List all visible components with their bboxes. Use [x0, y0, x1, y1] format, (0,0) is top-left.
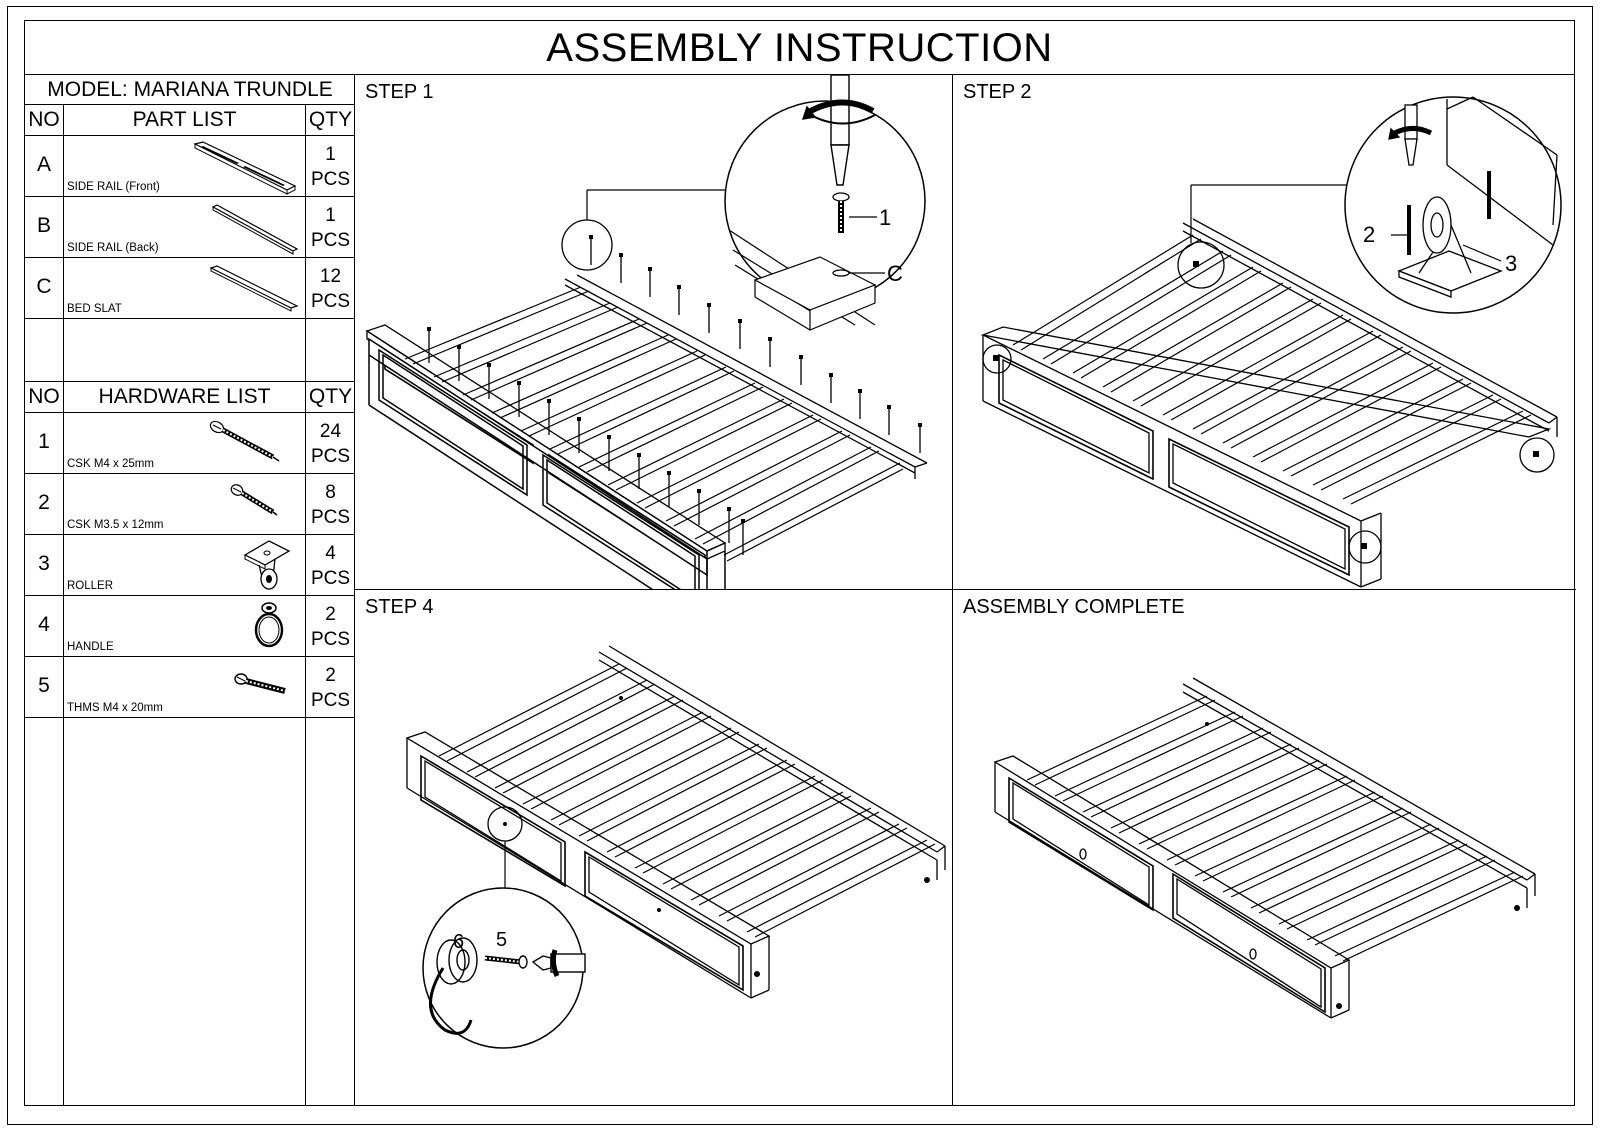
- hardware-unit: PCS: [310, 690, 351, 711]
- step-1-panel: STEP 1: [355, 75, 952, 589]
- model-name: MODEL: MARIANA TRUNDLE: [25, 75, 355, 105]
- part-name: SIDE RAIL (Back): [67, 242, 159, 254]
- parts-no-header: NO: [25, 105, 64, 135]
- hardware-name: CSK M3.5 x 12mm: [67, 519, 164, 531]
- part-no: A: [36, 153, 51, 176]
- hardware-no-header: NO: [25, 382, 64, 412]
- hardware-qty: 8: [325, 482, 336, 503]
- hardware-qty-header: QTY: [308, 385, 353, 408]
- side-rail-front-icon: [193, 141, 297, 195]
- step-4-handle-callout: 6: [453, 931, 464, 953]
- assembly-complete-illustration: [993, 677, 1536, 1019]
- part-name: SIDE RAIL (Front): [67, 181, 160, 193]
- step-4-label: STEP 4: [365, 596, 434, 618]
- short-screw-icon: [230, 484, 278, 516]
- long-screw-icon: [209, 420, 280, 462]
- step-2-illustration: 2 3: [980, 96, 1562, 588]
- part-no: C: [36, 275, 52, 298]
- instruction-sheet: ASSEMBLY INSTRUCTION MODEL: MARIANA TRUN…: [24, 20, 1576, 1106]
- step-1-slat-callout: C: [887, 261, 903, 286]
- parts-qty-header: QTY: [308, 108, 353, 131]
- step-1-label: STEP 1: [365, 81, 434, 103]
- part-qty: 1: [325, 205, 336, 226]
- hardware-name: ROLLER: [67, 580, 114, 592]
- hardware-name: THMS M4 x 20mm: [67, 702, 163, 714]
- parts-list-header: PART LIST: [64, 105, 306, 135]
- hardware-header-row: NO HARDWARE LIST QTY: [25, 382, 355, 413]
- part-no: B: [36, 214, 51, 237]
- step-2-panel: STEP 2: [953, 75, 1576, 589]
- hardware-no: 2: [38, 491, 50, 514]
- bolt-icon: [234, 673, 286, 694]
- part-qty: 1: [325, 144, 336, 165]
- empty-row: [25, 319, 355, 382]
- hardware-qty: 2: [325, 604, 336, 625]
- page-title: ASSEMBLY INSTRUCTION: [25, 21, 1574, 75]
- hardware-qty: 4: [325, 543, 336, 564]
- ring-handle-icon: [254, 602, 284, 648]
- hardware-no: 4: [38, 613, 50, 636]
- hardware-no: 5: [38, 674, 50, 697]
- hardware-qty: 2: [325, 665, 336, 686]
- hardware-no: 3: [38, 552, 50, 575]
- hardware-unit: PCS: [310, 507, 351, 528]
- hardware-name: CSK M4 x 25mm: [67, 458, 154, 470]
- step-4-bolt-callout: 5: [496, 929, 507, 951]
- side-rail-back-icon: [211, 204, 299, 255]
- step-1-screw-callout: 1: [879, 205, 891, 230]
- hardware-unit: PCS: [310, 446, 351, 467]
- hardware-name: HANDLE: [67, 641, 114, 653]
- part-unit: PCS: [310, 230, 351, 251]
- part-qty: 12: [319, 266, 342, 287]
- roller-icon: [243, 540, 291, 590]
- hardware-list-header: HARDWARE LIST: [64, 382, 306, 412]
- step-4-panel: STEP 4: [355, 590, 952, 1105]
- hardware-unit: PCS: [310, 568, 351, 589]
- hardware-unit: PCS: [310, 629, 351, 650]
- part-unit: PCS: [310, 169, 351, 190]
- bed-slat-icon: [209, 265, 299, 312]
- parts-header-row: NO PART LIST QTY: [25, 105, 355, 136]
- step-2-label: STEP 2: [963, 81, 1032, 103]
- panel-divider: [355, 589, 1576, 591]
- step-4-illustration: 6 5: [405, 645, 946, 1049]
- step-1-illustration: 1 C: [365, 75, 928, 589]
- column-divider: [305, 718, 307, 1105]
- column-divider: [63, 718, 65, 1105]
- hardware-no: 1: [38, 430, 50, 453]
- assembly-complete-label: ASSEMBLY COMPLETE: [963, 596, 1185, 618]
- part-name: BED SLAT: [67, 303, 122, 315]
- part-unit: PCS: [310, 291, 351, 312]
- hardware-qty: 24: [319, 421, 342, 442]
- parts-table: MODEL: MARIANA TRUNDLE NO PART LIST QTY …: [25, 75, 355, 1105]
- assembly-complete-panel: ASSEMBLY COMPLETE: [953, 590, 1576, 1105]
- step-2-roller-callout: 3: [1505, 251, 1517, 276]
- step-2-screw-callout: 2: [1363, 222, 1375, 247]
- page-border: [7, 6, 1593, 1125]
